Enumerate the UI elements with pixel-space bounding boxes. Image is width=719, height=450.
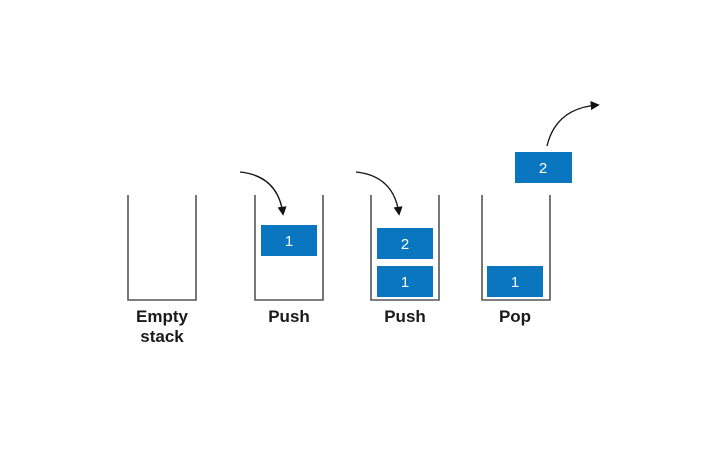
stack-container — [127, 195, 197, 301]
popped-item: 2 — [515, 152, 572, 183]
stage-caption-line: stack — [140, 327, 184, 346]
svg-text:2: 2 — [401, 236, 409, 253]
push-arrow-icon — [355, 171, 403, 216]
svg-text:1: 1 — [511, 274, 519, 291]
stage-push-2: 2 1 Push — [355, 171, 440, 326]
stack-container — [254, 195, 324, 301]
stage-caption: Push — [268, 307, 310, 326]
stage-caption: Pop — [499, 307, 531, 326]
stack-item: 2 — [377, 228, 433, 259]
stack-container — [370, 195, 440, 301]
stack-item: 1 — [377, 266, 433, 297]
svg-text:1: 1 — [401, 274, 409, 291]
stage-caption: Push — [384, 307, 426, 326]
svg-text:1: 1 — [285, 233, 293, 250]
stack-item: 1 — [487, 266, 543, 297]
stage-push-1: 1 Push — [239, 171, 324, 326]
stack-container — [481, 195, 551, 301]
svg-text:2: 2 — [539, 160, 547, 177]
stack-item: 1 — [261, 225, 317, 256]
stage-empty: Empty stack — [127, 195, 197, 346]
push-arrow-icon — [239, 171, 287, 216]
pop-arrow-icon — [546, 100, 600, 147]
stage-pop: 1 2 Pop — [481, 100, 600, 326]
stage-caption-line: Empty — [136, 307, 189, 326]
